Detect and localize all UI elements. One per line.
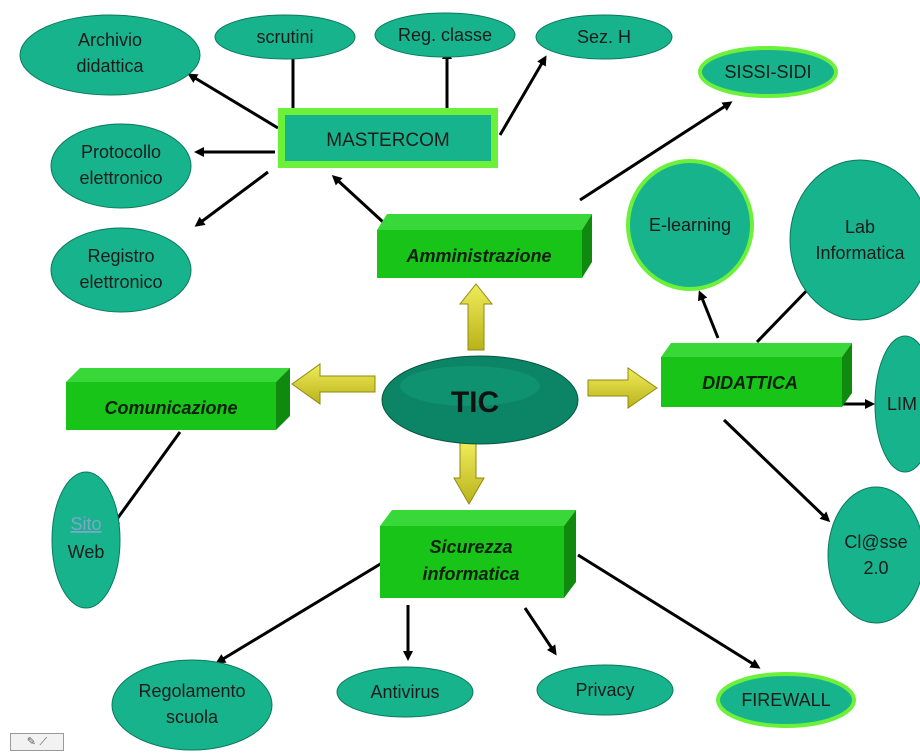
center-yellow-arrows (291, 283, 658, 506)
svg-text:Registro: Registro (87, 246, 154, 266)
didattica-label: DIDATTICA (702, 373, 798, 393)
node-archivio-didattica: Archivio didattica (19, 14, 201, 96)
node-lab-informatica: Lab Informatica (789, 159, 920, 321)
svg-text:didattica: didattica (76, 56, 144, 76)
node-scrutini: scrutini (214, 14, 356, 60)
amministrazione-label: Amministrazione (405, 246, 551, 266)
node-sez-h: Sez. H (535, 14, 673, 60)
node-sito-web: Sito Web (51, 471, 121, 609)
svg-text:Lab: Lab (845, 217, 875, 237)
node-classe-2-0: Cl@sse 2.0 (827, 486, 920, 624)
svg-text:Reg. classe: Reg. classe (398, 25, 492, 45)
svg-text:Antivirus: Antivirus (370, 682, 439, 702)
tic-label: TIC (451, 386, 499, 419)
node-lim: LIM (874, 335, 920, 473)
svg-text:FIREWALL: FIREWALL (741, 690, 830, 710)
sicurezza-box: Sicurezza informatica (380, 510, 576, 598)
node-sissi-sidi: SISSI-SIDI (698, 46, 838, 98)
node-registro-elettronico: Registro elettronico (50, 227, 192, 313)
svg-text:Archivio: Archivio (78, 30, 142, 50)
node-e-learning: E-learning (626, 159, 754, 291)
node-reg-classe: Reg. classe (374, 12, 516, 58)
down-arrow-to-sicurezza (453, 441, 485, 506)
node-protocollo-elettronico: Protocollo elettronico (50, 123, 192, 209)
svg-text:2.0: 2.0 (863, 558, 888, 578)
mastercom-label: MASTERCOM (326, 130, 450, 151)
svg-text:Informatica: Informatica (815, 243, 905, 263)
comunicazione-box: Comunicazione (66, 368, 290, 430)
svg-text:Sez. H: Sez. H (577, 27, 631, 47)
svg-text:Cl@sse: Cl@sse (844, 532, 907, 552)
svg-text:elettronico: elettronico (79, 168, 162, 188)
svg-text:scrutini: scrutini (256, 27, 313, 47)
node-regolamento-scuola: Regolamento scuola (111, 659, 273, 751)
slide-control-icon[interactable]: ✎ ⟋ (10, 733, 64, 751)
amministrazione-box: Amministrazione (377, 214, 592, 278)
didattica-box: DIDATTICA (661, 343, 852, 407)
node-privacy: Privacy (536, 664, 674, 716)
up-arrow-to-amministrazione (458, 283, 494, 351)
svg-text:SISSI-SIDI: SISSI-SIDI (724, 62, 811, 82)
node-firewall: FIREWALL (716, 672, 856, 728)
svg-text:Protocollo: Protocollo (81, 142, 161, 162)
comunicazione-label: Comunicazione (104, 398, 237, 418)
tic-center-node: TIC (381, 355, 579, 445)
svg-text:scuola: scuola (166, 707, 219, 727)
svg-text:Privacy: Privacy (575, 680, 634, 700)
svg-text:E-learning: E-learning (649, 215, 731, 235)
mastercom-box: MASTERCOM (278, 108, 498, 168)
svg-text:elettronico: elettronico (79, 272, 162, 292)
node-antivirus: Antivirus (336, 666, 474, 718)
connector-arrows (110, 49, 875, 669)
sicurezza-label-line2: informatica (422, 564, 519, 584)
svg-text:Regolamento: Regolamento (138, 681, 245, 701)
sicurezza-label-line1: Sicurezza (429, 537, 512, 557)
svg-text:Web: Web (68, 542, 105, 562)
sito-link[interactable]: Sito (70, 514, 101, 534)
svg-text:LIM: LIM (887, 394, 917, 414)
right-arrow-to-didattica (587, 367, 658, 409)
left-arrow-to-comunicazione (291, 363, 376, 405)
